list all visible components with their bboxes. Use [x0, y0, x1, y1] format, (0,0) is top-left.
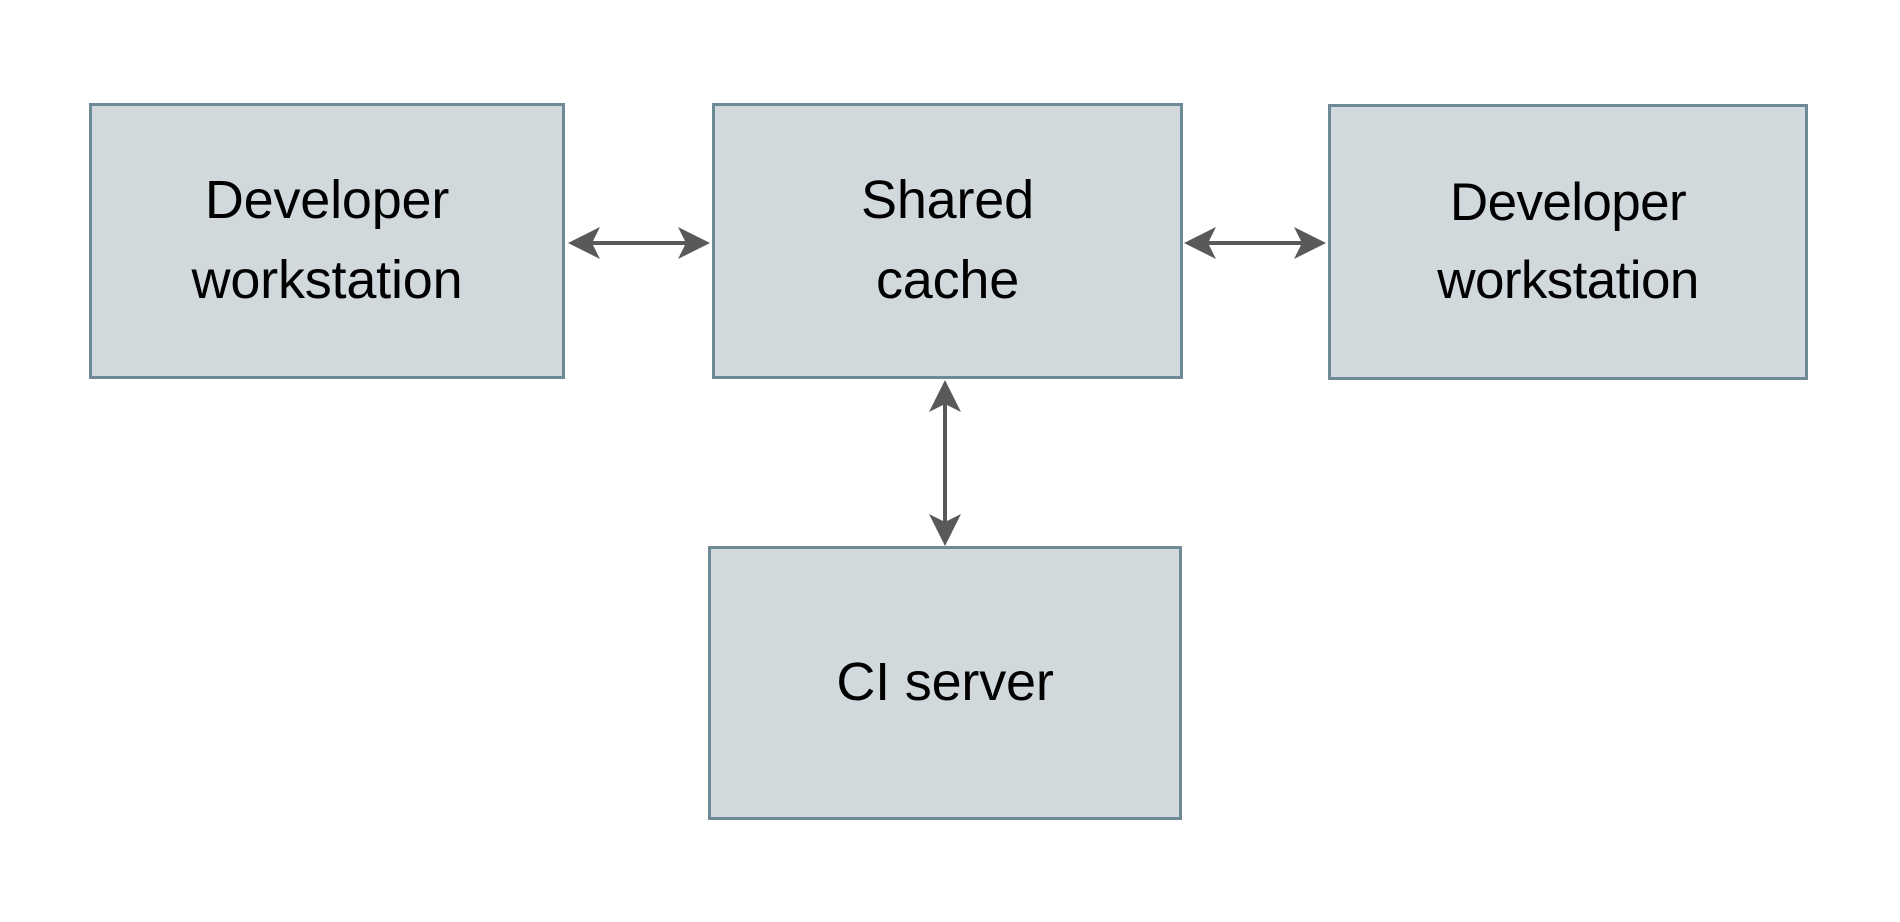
node-shared-cache[interactable]: Shared cache	[712, 103, 1183, 379]
edge-developer-left-to-shared-cache	[568, 227, 710, 259]
node-label: Developer workstation	[191, 170, 463, 310]
double-arrow-icon	[568, 227, 710, 259]
node-label: CI server	[836, 652, 1054, 713]
edge-shared-cache-to-ci-server	[929, 380, 961, 546]
node-label: Developer workstation	[1437, 172, 1699, 310]
node-developer-workstation-left[interactable]: Developer workstation	[89, 103, 565, 379]
double-arrow-icon	[929, 380, 961, 546]
double-arrow-icon	[1184, 227, 1326, 259]
node-ci-server[interactable]: CI server	[708, 546, 1182, 820]
node-developer-workstation-right[interactable]: Developer workstation	[1328, 104, 1808, 380]
edge-shared-cache-to-developer-right	[1184, 227, 1326, 259]
node-label: Shared cache	[861, 170, 1034, 310]
